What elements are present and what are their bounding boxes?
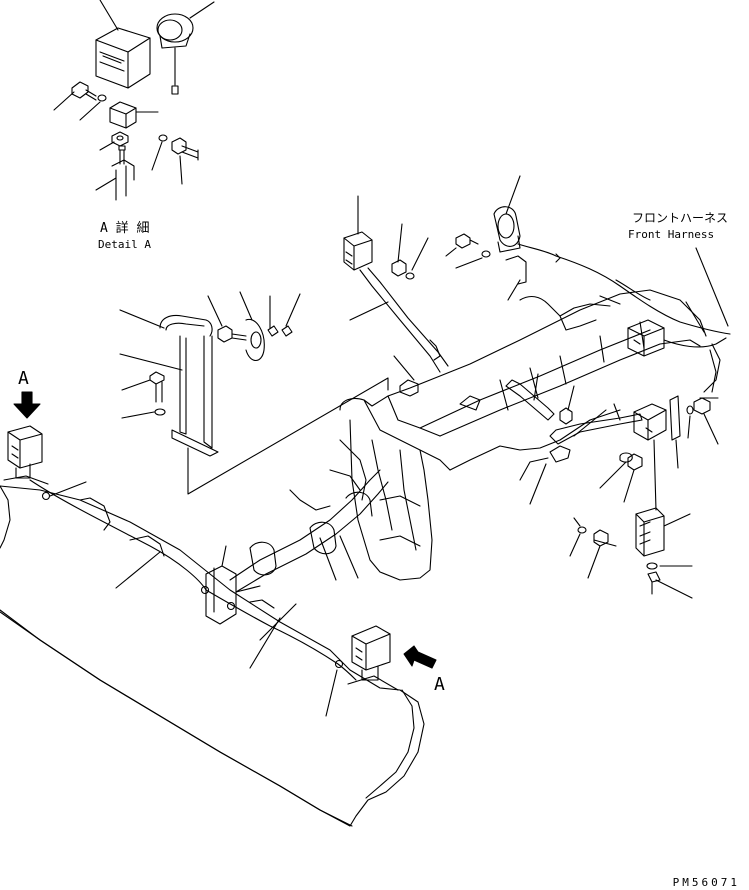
detail-a-title-jp: A 詳 細 <box>100 220 149 236</box>
assembly-leader <box>187 377 389 495</box>
harness-drop <box>709 349 717 393</box>
lamp-right <box>347 625 399 691</box>
front-harness-label-jp: フロントハーネス <box>632 211 728 225</box>
nut-detail <box>99 131 129 151</box>
lift-arms <box>205 439 389 641</box>
bracket-block <box>109 101 159 129</box>
bottom-right-parts <box>569 507 693 599</box>
arrow-diagonal-icon <box>403 645 437 669</box>
lamp-cover <box>95 0 151 89</box>
rear-lamp-top <box>445 175 731 335</box>
lamp-head <box>156 1 215 95</box>
right-rod-assembly <box>505 373 719 511</box>
detail-a-title-en: Detail A <box>98 238 151 251</box>
blade-harness <box>29 479 357 717</box>
main-frame <box>339 289 707 581</box>
drawing-number: PM56071 <box>673 876 740 889</box>
lamp-left <box>3 425 49 485</box>
view-marker-left-letter: A <box>18 368 29 389</box>
arrow-down-icon <box>13 391 41 419</box>
mount-stud <box>95 145 135 201</box>
view-marker-right: A <box>403 645 445 695</box>
view-marker-left: A <box>13 368 41 419</box>
bolt-detail-right <box>151 134 199 185</box>
harness-clip-4 <box>334 659 344 669</box>
view-marker-right-letter: A <box>434 674 445 695</box>
bracket-assembly <box>119 291 301 457</box>
front-harness-leader <box>695 247 729 327</box>
harness-clip-2 <box>200 585 210 595</box>
harness-connector-right <box>627 301 727 393</box>
bolt-detail-left <box>53 81 107 121</box>
front-harness-label-en: Front Harness <box>628 228 714 241</box>
harness-clip-3 <box>226 601 236 611</box>
center-harness <box>343 195 449 397</box>
dozer-blade <box>0 485 425 827</box>
harness-clip-1 <box>41 491 51 501</box>
detail-a-group <box>53 0 215 201</box>
